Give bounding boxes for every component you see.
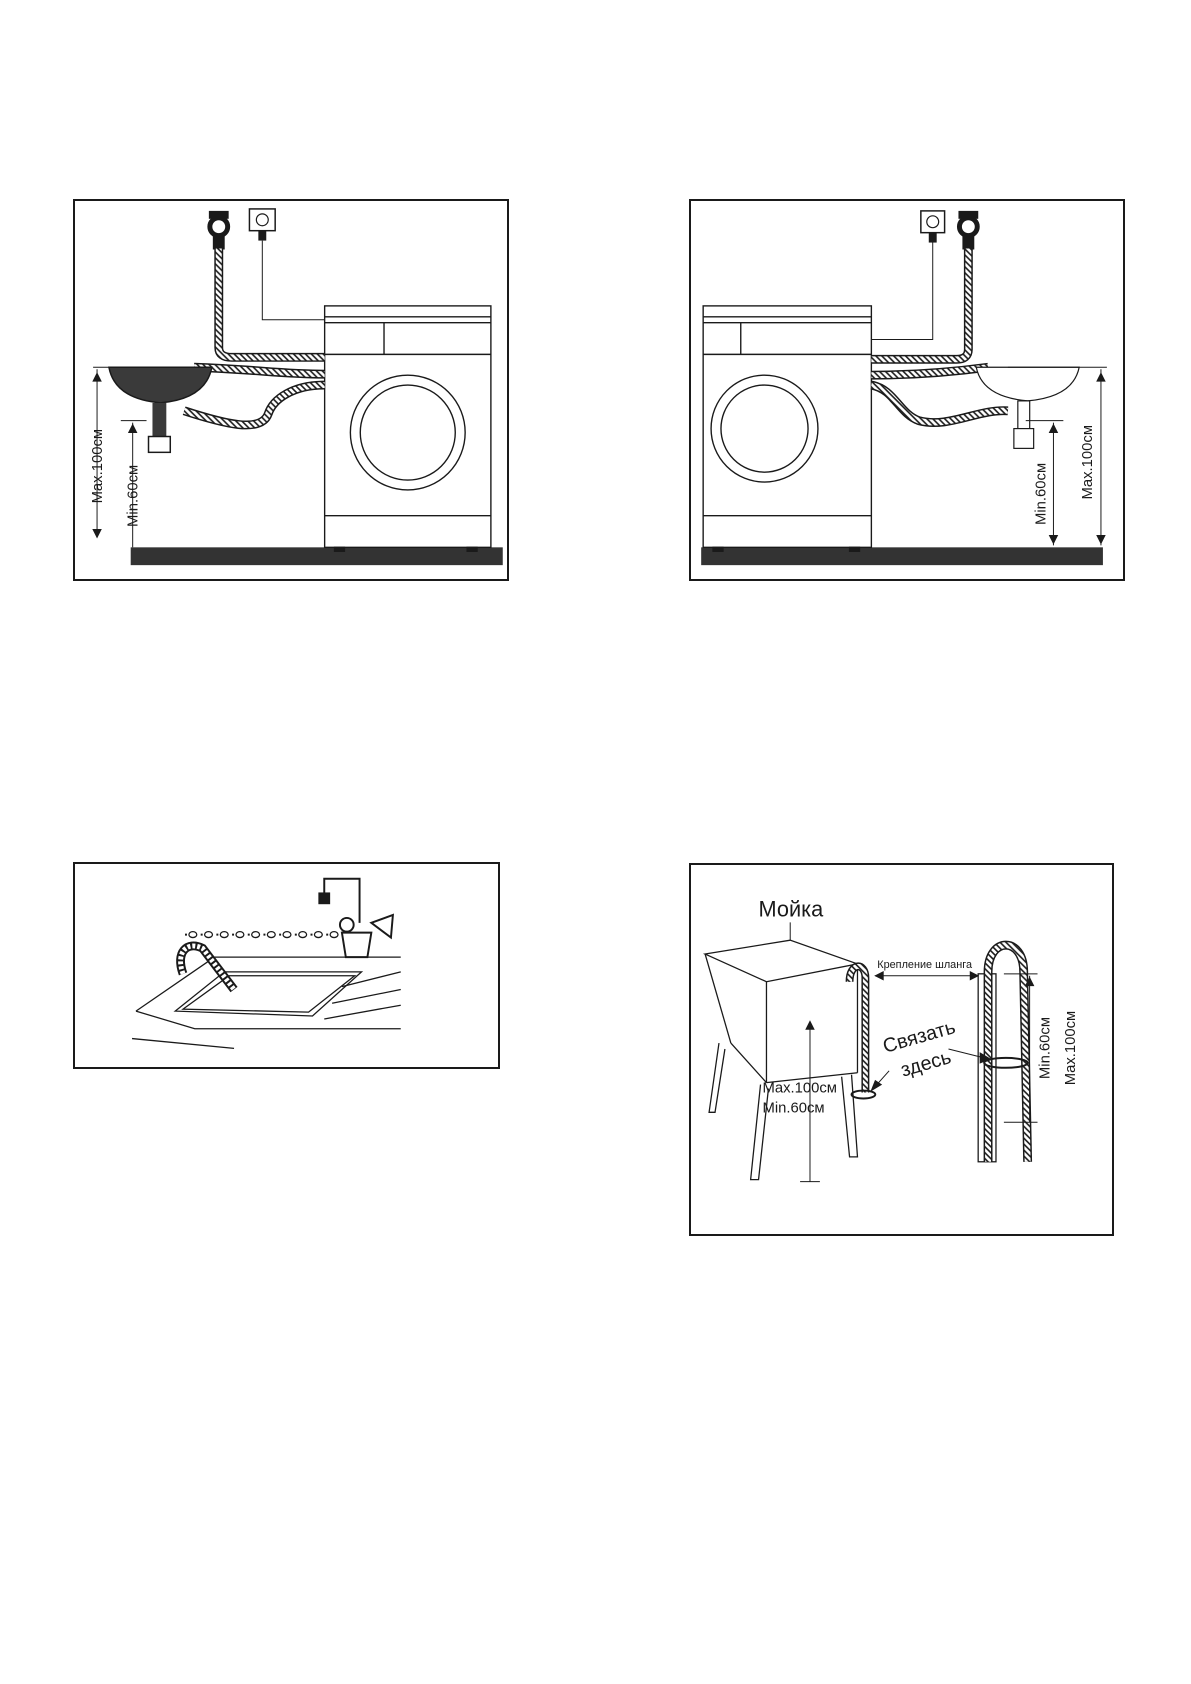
power-socket-icon xyxy=(871,210,946,341)
figure-4-diagram: Мойка Крепление шланга Связать здесь Max… xyxy=(702,896,1079,1183)
hose-mount-label: Крепление шланга xyxy=(877,959,973,971)
figure-utility-sink-standpipe: Мойка Крепление шланга Связать здесь Max… xyxy=(689,863,1114,1236)
min-height-label: Min.60см xyxy=(763,1100,825,1116)
pipe-min-height-label: Min.60см xyxy=(1037,1017,1053,1079)
dimension-lines xyxy=(92,366,185,548)
washing-machine xyxy=(702,305,873,552)
utility-sink xyxy=(702,939,860,1181)
figure-1-diagram: Max.100см Min.60см xyxy=(90,208,503,566)
dimension-lines xyxy=(1007,366,1107,546)
water-tap-icon xyxy=(956,210,980,250)
sink xyxy=(108,366,213,454)
floor xyxy=(701,547,1103,566)
water-tap-icon xyxy=(207,210,231,250)
inlet-hose xyxy=(214,248,325,362)
max-height-label: Max.100см xyxy=(763,1081,837,1097)
hose-chain xyxy=(185,931,342,939)
faucet xyxy=(318,877,395,959)
sink xyxy=(173,971,364,1017)
min-height-label: Min.60см xyxy=(126,465,142,527)
figure-2-diagram: Min.60см Max.100см xyxy=(701,210,1107,566)
figure-sink-drain-left: Max.100см Min.60см xyxy=(73,199,509,581)
floor xyxy=(130,547,503,566)
sink xyxy=(975,366,1080,449)
figure-3-diagram xyxy=(131,877,401,1050)
power-socket-icon xyxy=(248,208,325,321)
washing-machine xyxy=(323,305,492,552)
min-height-label: Min.60см xyxy=(1034,463,1050,525)
cable-ties xyxy=(850,1056,1029,1100)
max-height-label: Max.100см xyxy=(90,429,106,503)
pipe-max-height-label: Max.100см xyxy=(1063,1011,1079,1085)
max-height-label: Max.100см xyxy=(1080,425,1096,499)
figure-kitchen-sink-hook xyxy=(73,862,500,1069)
sink-label: Мойка xyxy=(759,896,825,921)
countertop xyxy=(131,956,401,1050)
inlet-hose xyxy=(871,248,973,364)
dimension-lines xyxy=(789,922,1038,1183)
figure-sink-drain-right: Min.60см Max.100см xyxy=(689,199,1125,581)
